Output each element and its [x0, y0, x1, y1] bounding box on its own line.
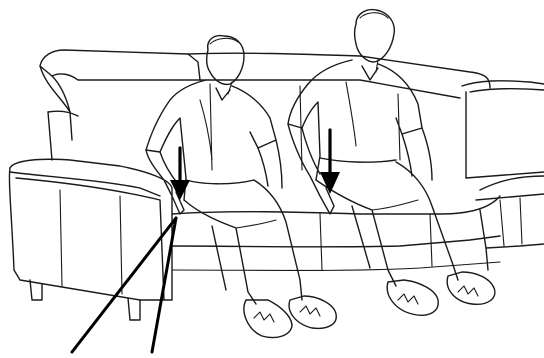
left-headrest: [40, 50, 200, 80]
corner-backrest: [462, 81, 544, 86]
sofa-seat: [172, 196, 500, 214]
shirt-right: [288, 60, 352, 180]
arrowhead-right: [320, 172, 340, 194]
sofa: [9, 50, 544, 320]
sofa-foot-mid: [128, 298, 140, 320]
shoe-left-1: [244, 300, 292, 338]
arrow-down-left: [170, 148, 190, 200]
sofa-back: [188, 53, 490, 88]
pointer-line-1: [72, 218, 176, 352]
pointer-lines: [72, 218, 176, 352]
shoe-left-2: [289, 296, 336, 328]
head-left: [207, 36, 244, 85]
corner-seat: [480, 176, 544, 190]
shoe-right-2: [447, 272, 495, 304]
